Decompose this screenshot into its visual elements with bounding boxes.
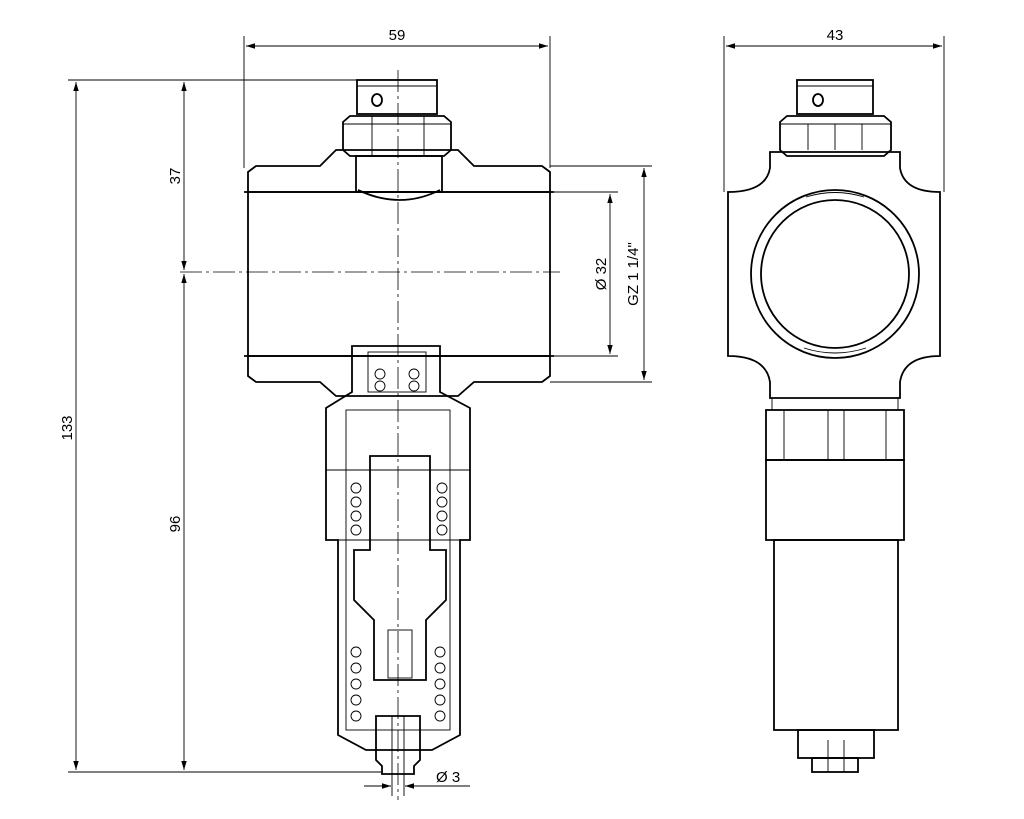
lower-springs <box>350 646 446 722</box>
bore <box>244 191 554 357</box>
side-view <box>727 79 941 773</box>
dim-total-height: 133 <box>59 415 76 440</box>
dim-lower-height: 96 <box>167 516 184 533</box>
dim-upper-height: 37 <box>167 168 184 185</box>
front-dimensions: 59 133 37 96 Ø 32 GZ 1 1/4" Ø 3 <box>59 27 652 796</box>
top-springs <box>374 368 420 392</box>
dim-outlet-diameter: Ø 3 <box>436 769 460 786</box>
side-top-cap <box>779 79 892 157</box>
side-dimensions: 43 <box>723 27 945 192</box>
dim-bore-diameter: Ø 32 <box>593 258 610 291</box>
side-body <box>727 151 941 399</box>
body-lower-wall <box>247 355 551 397</box>
front-section-view <box>180 70 560 800</box>
dim-side-width: 43 <box>827 27 844 44</box>
side-housing <box>765 397 905 773</box>
dim-front-width: 59 <box>389 27 406 44</box>
top-cap-nut <box>342 79 452 157</box>
piston <box>353 455 447 681</box>
upper-springs <box>350 482 448 536</box>
dim-thread: GZ 1 1/4" <box>625 242 642 306</box>
